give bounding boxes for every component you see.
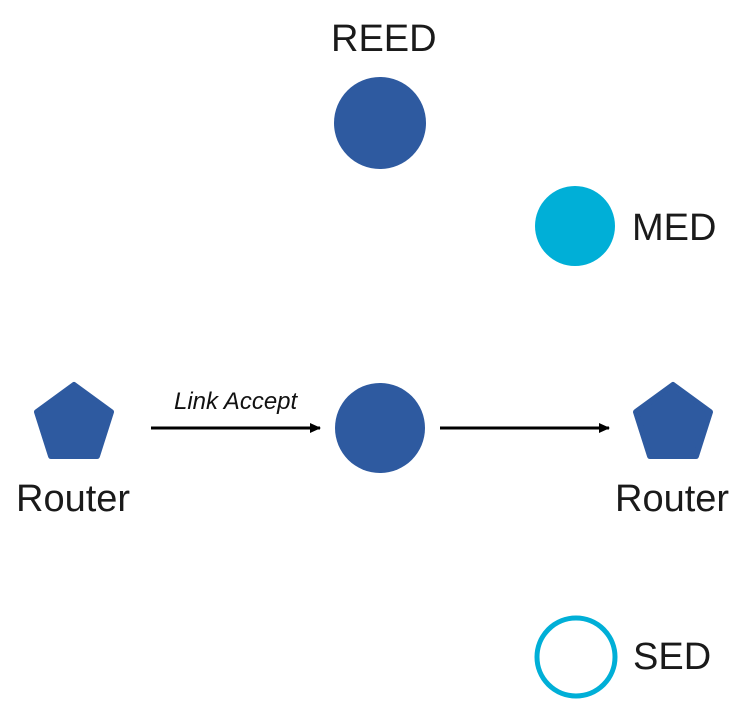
node-med[interactable] [535,186,615,266]
node-router-right[interactable] [633,382,713,459]
node-label-sed: SED [633,636,712,678]
node-label-reed: REED [331,18,437,60]
node-router-left[interactable] [34,382,114,459]
node-reed[interactable] [334,77,426,169]
node-label-router-right: Router [615,478,730,520]
node-label-router-left: Router [16,478,131,520]
node-label-med: MED [632,207,717,249]
edge-label-link-accept: Link Accept [174,388,298,415]
node-leader[interactable] [335,383,425,473]
node-sed[interactable] [534,615,618,699]
